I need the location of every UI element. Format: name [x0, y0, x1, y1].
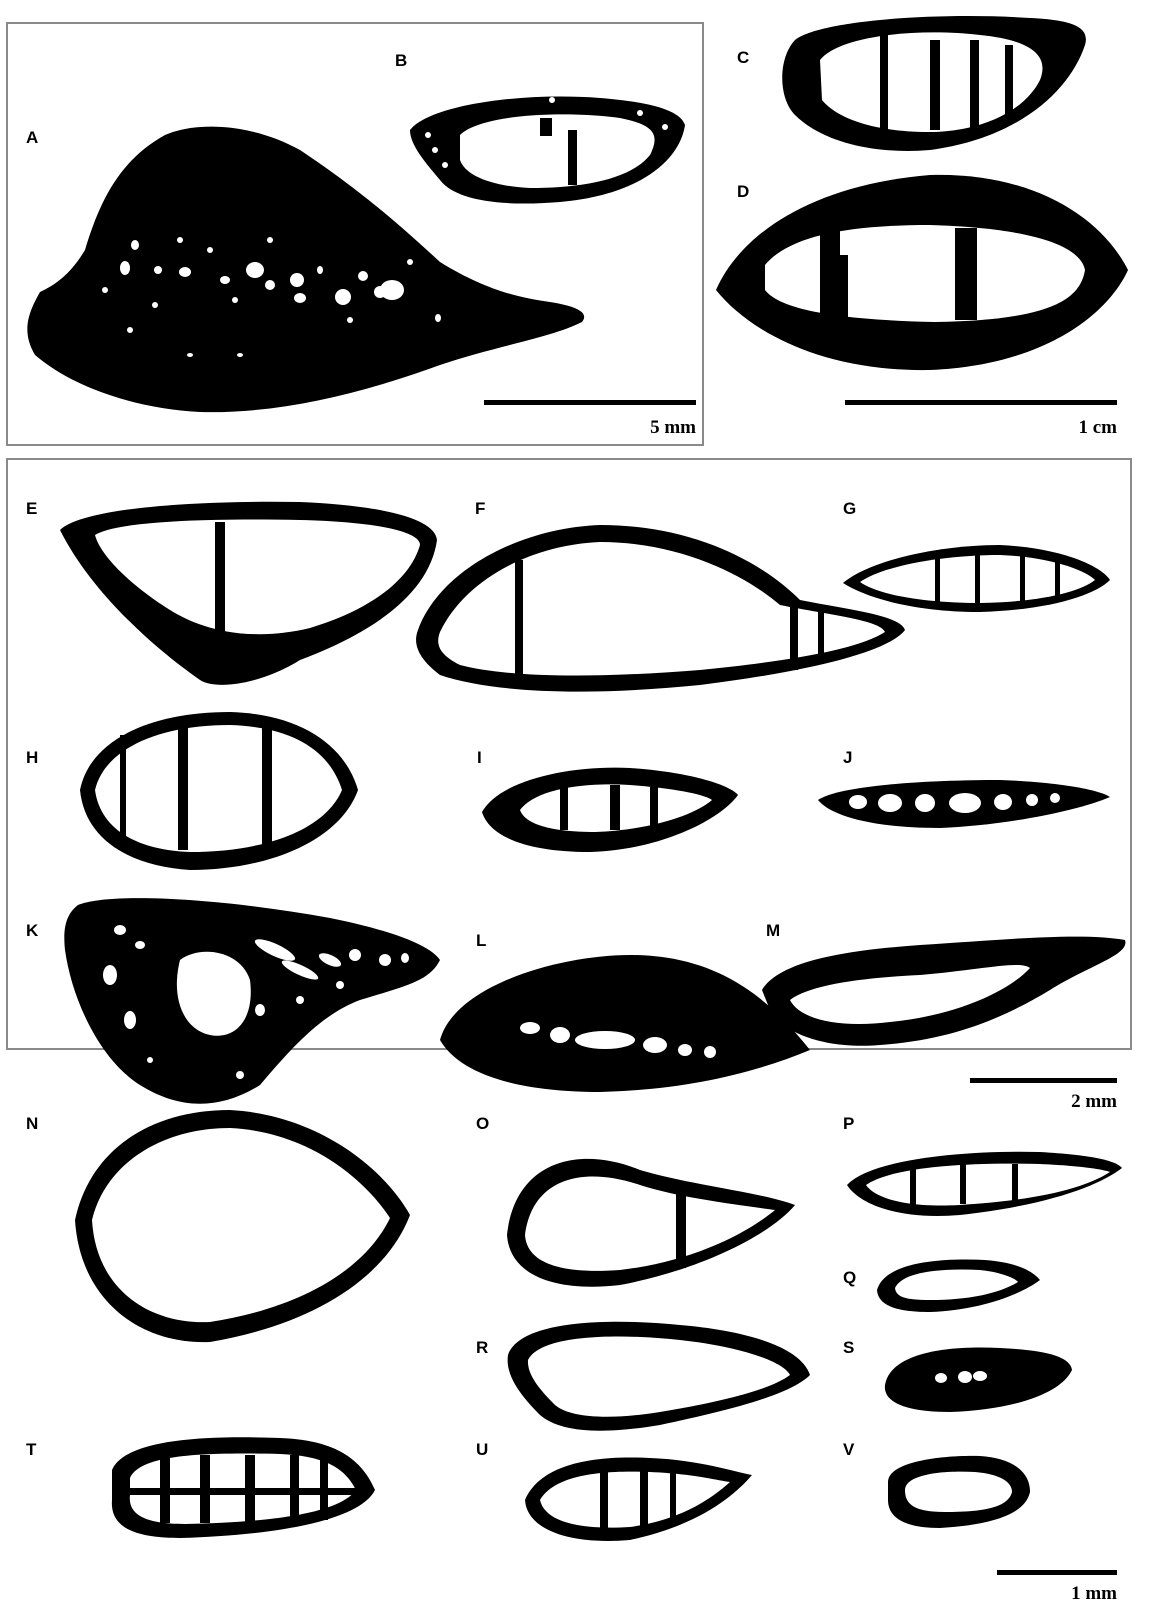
section-n [75, 1110, 410, 1342]
section-j [818, 780, 1110, 828]
section-o [507, 1159, 795, 1287]
panel-label-e: E [26, 500, 37, 517]
section-t [112, 1437, 375, 1538]
section-e [60, 502, 437, 685]
panel-label-r: R [476, 1339, 488, 1356]
panel-label-h: H [26, 749, 38, 766]
section-f [416, 525, 905, 692]
panel-label-j: J [843, 749, 852, 766]
scale-label-2mm: 2 mm [1005, 1092, 1117, 1111]
section-r [508, 1322, 810, 1431]
section-h [80, 712, 358, 870]
section-l [440, 955, 810, 1092]
scale-bar-5mm [484, 400, 696, 405]
scale-label-5mm: 5 mm [584, 418, 696, 437]
panel-label-t: T [26, 1441, 36, 1458]
section-b [410, 97, 685, 204]
panel-label-v: V [843, 1441, 854, 1458]
section-u [525, 1457, 752, 1540]
section-m [762, 937, 1125, 1046]
panel-label-l: L [476, 932, 486, 949]
panel-label-q: Q [843, 1269, 856, 1286]
section-i [482, 768, 738, 852]
scale-bar-2mm [970, 1078, 1117, 1083]
section-g [843, 545, 1110, 612]
panel-label-u: U [476, 1441, 488, 1458]
panel-label-p: P [843, 1115, 854, 1132]
scale-bar-1cm [845, 400, 1117, 405]
panel-label-m: M [766, 922, 780, 939]
section-q [877, 1260, 1040, 1312]
panel-label-i: I [477, 749, 482, 766]
panel-label-a: A [26, 129, 38, 146]
section-k [64, 898, 440, 1104]
section-s [885, 1347, 1072, 1412]
panel-label-s: S [843, 1339, 854, 1356]
panel-label-b: B [395, 52, 407, 69]
panel-label-o: O [476, 1115, 489, 1132]
section-c [782, 16, 1086, 151]
panel-label-f: F [475, 500, 485, 517]
section-d [716, 175, 1128, 370]
section-p [847, 1152, 1122, 1216]
panel-label-n: N [26, 1115, 38, 1132]
panel-label-k: K [26, 922, 38, 939]
section-v [888, 1456, 1030, 1528]
panel-label-g: G [843, 500, 856, 517]
scale-bar-1mm [997, 1570, 1117, 1575]
panel-label-c: C [737, 49, 749, 66]
scale-label-1mm: 1 mm [1005, 1584, 1117, 1603]
scale-label-1cm: 1 cm [1005, 418, 1117, 437]
panel-label-d: D [737, 183, 749, 200]
